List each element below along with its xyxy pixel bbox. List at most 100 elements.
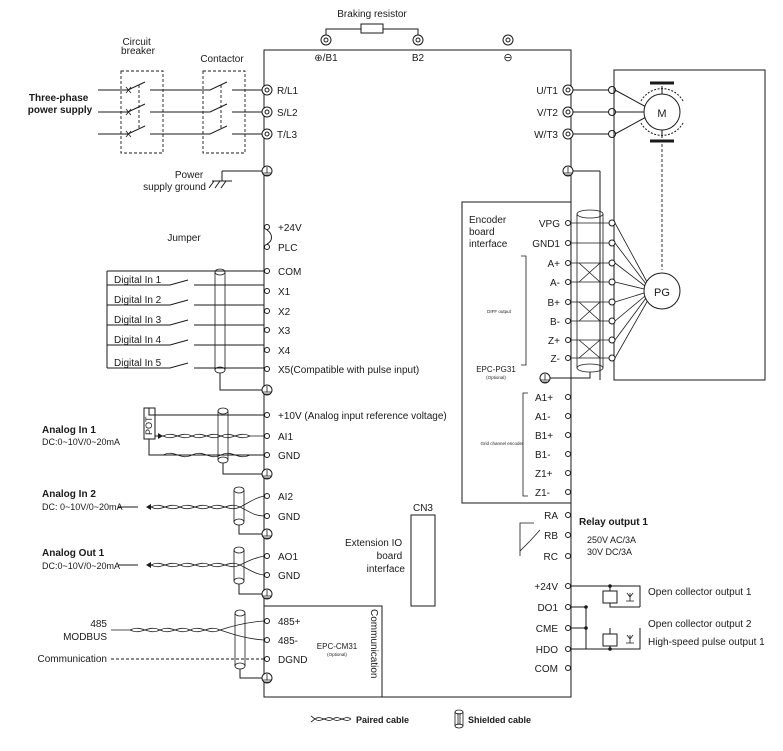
plc-label: PLC xyxy=(278,243,297,254)
comm-card-box xyxy=(263,605,383,698)
terminal-minus xyxy=(502,34,514,46)
input-terminals xyxy=(261,84,273,140)
digital-input-block xyxy=(106,268,264,391)
enc2-b1-plus: B1+ xyxy=(535,431,553,442)
enc-small-label: DIFF output xyxy=(487,309,512,314)
analog-in2-cable xyxy=(118,486,265,535)
digital-terminals xyxy=(261,268,273,396)
comm-card-optional: (Optional) xyxy=(327,652,347,657)
enc2-b1-minus: B1- xyxy=(535,450,551,461)
extension-io-label: Extension IO board interface xyxy=(345,538,405,575)
analog-in2-range: DC: 0~10V/0~20mA xyxy=(42,502,123,512)
terminal-b2 xyxy=(412,34,424,46)
gnd2-label: GND xyxy=(278,512,300,523)
shielded-cable-icon xyxy=(454,709,464,729)
paired-cable-icon xyxy=(310,715,352,723)
pg-icon xyxy=(643,272,681,310)
three-phase-line1: Three-phase xyxy=(29,93,89,104)
motor-frame xyxy=(613,69,766,381)
com-label: COM xyxy=(278,267,301,278)
analog-in1-range: DC:0~10V/0~20mA xyxy=(42,437,120,447)
encoder-ground-icon xyxy=(539,372,551,384)
ground-icon xyxy=(208,165,273,189)
ai2-label: AI2 xyxy=(278,492,293,503)
enc-vpg: VPG xyxy=(539,219,560,230)
enc2-small-label: Grid channel encoder xyxy=(480,441,524,446)
cn3-connector xyxy=(410,514,436,607)
terminal-v-label: V/T2 xyxy=(537,108,559,119)
oc-hdo: HDO xyxy=(536,645,558,656)
x2-label: X2 xyxy=(278,307,291,318)
digital-in-4: Digital In 4 xyxy=(114,335,162,346)
enc-card-label: EPC-PG31 xyxy=(476,365,516,374)
oc-wiring xyxy=(571,584,641,651)
encoder-line1: Encoder xyxy=(469,215,507,226)
extension-line3: interface xyxy=(367,564,406,575)
terminal-t-label: T/L3 xyxy=(277,130,297,141)
pg-label: PG xyxy=(654,287,670,299)
enc-z-plus: Z+ xyxy=(548,336,560,347)
output-terminals xyxy=(562,84,574,140)
oc-do1: DO1 xyxy=(537,603,558,614)
analog-in1-title: Analog In 1 xyxy=(42,425,96,436)
enc-a-plus: A+ xyxy=(547,259,560,270)
analog-out1-range: DC:0~10V/0~20mA xyxy=(42,561,120,571)
power-ground-label: Power supply ground xyxy=(143,170,206,193)
comm-modbus-label: MODBUS xyxy=(63,632,107,643)
braking-resistor-label: Braking resistor xyxy=(337,9,407,20)
rs485n-label: 485- xyxy=(278,636,298,647)
paired-cable-label: Paired cable xyxy=(356,715,409,725)
comm-485-label: 485 xyxy=(90,619,107,630)
hs-output1: High-speed pulse output 1 xyxy=(648,637,765,648)
relay-terminals xyxy=(519,512,571,559)
motor-wiring xyxy=(573,86,649,380)
encoder-terminals xyxy=(521,220,571,366)
gnd1-label: GND xyxy=(278,451,300,462)
enc-card-optional: (Optional) xyxy=(486,375,506,380)
oc-output2: Open collector output 2 xyxy=(648,619,752,630)
output-ground-icon xyxy=(562,165,600,177)
rs485p-label: 485+ xyxy=(278,617,301,628)
digital-in-2: Digital In 2 xyxy=(114,295,162,306)
b1-label: ⊕/B1 xyxy=(314,53,338,64)
terminal-w-label: W/T3 xyxy=(534,130,558,141)
x5-label: X5(Compatible with pulse input) xyxy=(278,365,419,376)
oc-terminals xyxy=(565,583,571,671)
oc-output1: Open collector output 1 xyxy=(648,587,752,598)
power-ground-line2: supply ground xyxy=(143,182,206,193)
enc2-z1-minus: Z1- xyxy=(535,488,550,499)
relay-title: Relay output 1 xyxy=(579,517,648,528)
shielded-cable-label: Shielded cable xyxy=(468,715,531,725)
motor-icon xyxy=(640,81,684,270)
encoder-title: Encoder board interface xyxy=(469,215,509,250)
relay-rc: RC xyxy=(544,552,558,563)
circuit-breaker-label: Circuit breaker xyxy=(121,37,156,57)
x1-label: X1 xyxy=(278,287,291,298)
enc-gnd1: GND1 xyxy=(532,239,560,250)
comm-wiring xyxy=(111,609,265,679)
three-phase-line2: power supply xyxy=(28,105,93,116)
oc-cme: CME xyxy=(536,624,559,635)
encoder-line3: interface xyxy=(469,239,508,250)
digital-in-3: Digital In 3 xyxy=(114,315,162,326)
enc-b-plus: B+ xyxy=(547,298,560,309)
dgnd-label: DGND xyxy=(278,655,307,666)
ao1-label: AO1 xyxy=(278,552,298,563)
oc-com: COM xyxy=(535,664,558,675)
enc2-z1-plus: Z1+ xyxy=(535,469,553,480)
three-phase-label: Three-phase power supply xyxy=(28,93,93,116)
plc-terminals xyxy=(264,224,272,250)
encoder-cable xyxy=(550,209,649,379)
extension-line1: Extension IO xyxy=(345,538,402,549)
minus-label: ⊖ xyxy=(503,52,512,64)
enc-z-minus: Z- xyxy=(551,354,560,365)
x3-label: X3 xyxy=(278,326,291,337)
ai1-label: AI1 xyxy=(278,432,293,443)
enc2-a1-minus: A1- xyxy=(535,412,551,423)
b2-label: B2 xyxy=(412,53,425,64)
terminal-b1 xyxy=(320,34,332,46)
ref-label: +10V (Analog input reference voltage) xyxy=(278,411,447,422)
pot-label: POT xyxy=(144,416,154,435)
comm-card-label: EPC-CM31 xyxy=(317,642,358,651)
